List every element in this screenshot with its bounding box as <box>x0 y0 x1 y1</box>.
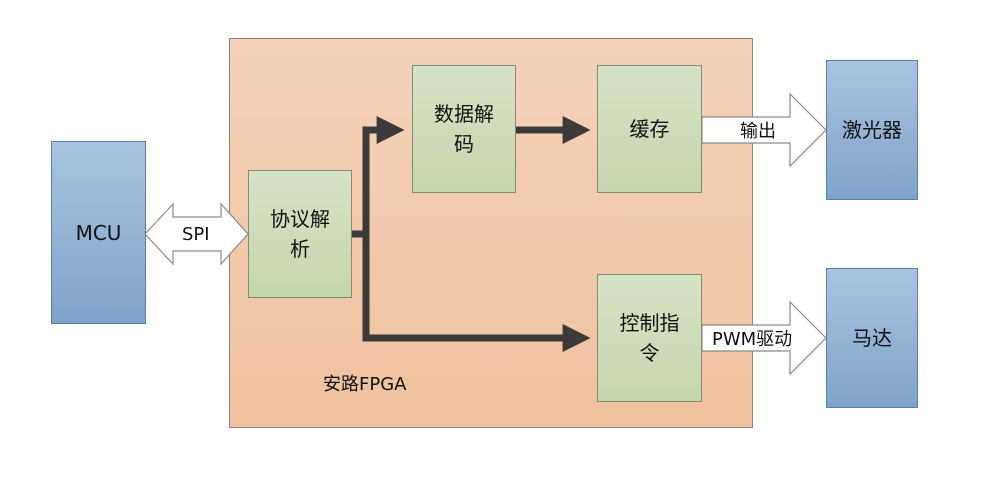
laser-label: 激光器 <box>842 118 902 142</box>
protocol-block: 协议解 析 <box>248 170 352 298</box>
spi-label: SPI <box>182 224 210 245</box>
protocol-label: 协议解 析 <box>270 207 330 261</box>
to-control-line <box>362 234 591 352</box>
cache-label: 缓存 <box>629 117 670 141</box>
laser-block: 激光器 <box>826 60 918 200</box>
mcu-block: MCU <box>51 141 146 324</box>
motor-label: 马达 <box>852 326 892 350</box>
pwm-arrow <box>701 300 827 376</box>
fpga-label: 安路FPGA <box>323 374 407 395</box>
control-block: 控制指 令 <box>597 274 702 402</box>
to-decode-line <box>362 116 405 234</box>
motor-block: 马达 <box>826 268 918 408</box>
cache-block: 缓存 <box>597 65 702 193</box>
mcu-label: MCU <box>75 220 122 245</box>
decode-label: 数据解 码 <box>434 102 494 156</box>
output-arrow <box>701 92 827 168</box>
pwm-label: PWM驱动 <box>712 329 793 350</box>
control-label: 控制指 令 <box>619 311 680 365</box>
output-label: 输出 <box>740 121 776 142</box>
decode-block: 数据解 码 <box>412 65 516 193</box>
